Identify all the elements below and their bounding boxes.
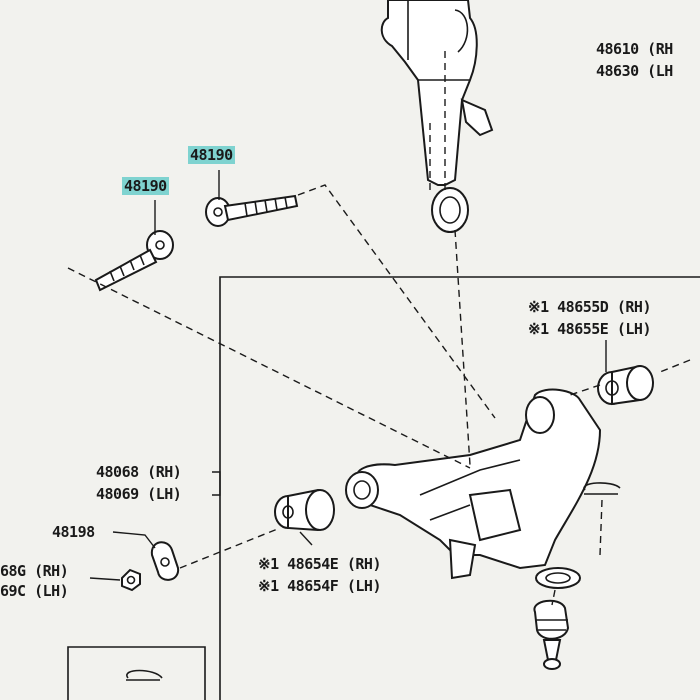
assembly-line <box>67 267 471 469</box>
label-arm-rh: 48068 (RH) <box>96 463 182 481</box>
leader-line <box>112 531 156 549</box>
label-front-bushing-rh: ※1 48654E (RH) <box>258 555 381 573</box>
leader-line <box>89 577 121 581</box>
label-rear-bushing-rh: ※1 48655D (RH) <box>528 298 651 316</box>
assembly-line <box>454 229 471 466</box>
cam-bolt-lower <box>94 230 174 292</box>
leader-line <box>299 531 313 546</box>
label-front-bushing-lh: ※1 48654F (LH) <box>258 577 381 595</box>
assembly-line <box>551 589 556 606</box>
leader-line <box>212 471 221 496</box>
label-bolt-upper-text: 48190 <box>188 146 235 164</box>
strut-assembly <box>380 0 494 233</box>
rear-bushing <box>597 364 654 406</box>
label-arm-lh: 48069 (LH) <box>96 485 182 503</box>
label-washer: 48198 <box>52 523 95 541</box>
inset-clip-icon <box>126 669 163 681</box>
label-rear-bushing-lh: ※1 48655E (LH) <box>528 320 651 338</box>
label-bolt-lower: 48190 <box>122 177 169 195</box>
assembly-line <box>569 384 601 396</box>
lower-control-arm <box>345 388 602 589</box>
label-bolt-lower-text: 48190 <box>122 177 169 195</box>
label-nut-lh: 69C (LH) <box>0 582 69 600</box>
label-bolt-upper: 48190 <box>188 146 235 164</box>
front-bushing <box>274 488 335 532</box>
assembly-frame <box>219 276 700 700</box>
label-nut-rh: 68G (RH) <box>0 562 69 580</box>
snap-clip <box>583 482 621 495</box>
inset-frame <box>67 646 206 700</box>
washer <box>150 541 180 581</box>
label-strut-lh: 48630 (LH <box>596 62 673 80</box>
label-strut-rh: 48610 (RH <box>596 40 673 58</box>
assembly-line <box>659 359 691 373</box>
cam-bolt-upper <box>205 194 299 227</box>
ball-joint <box>533 599 570 670</box>
assembly-line <box>297 184 496 419</box>
assembly-line <box>599 499 603 556</box>
assembly-line <box>179 527 281 569</box>
nut <box>121 568 141 592</box>
